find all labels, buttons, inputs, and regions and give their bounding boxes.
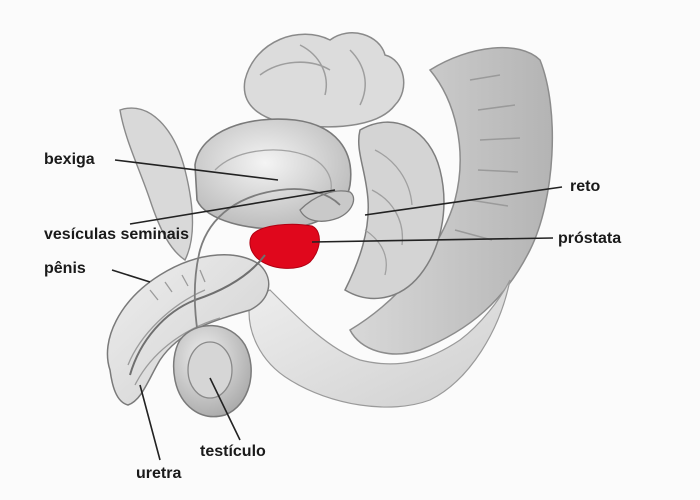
label-testicle: testículo [200,443,266,461]
label-bladder: bexiga [44,151,95,169]
label-urethra: uretra [136,465,181,483]
label-prostate: próstata [558,230,621,248]
intestine-loops [244,33,403,127]
testicle-shape [188,342,232,398]
leader-line-uretra [140,385,160,460]
leader-line-penis [112,270,150,282]
label-penis: pênis [44,260,86,278]
label-rectum: reto [570,178,600,196]
label-seminal-vesicles: vesículas seminais [44,226,189,244]
